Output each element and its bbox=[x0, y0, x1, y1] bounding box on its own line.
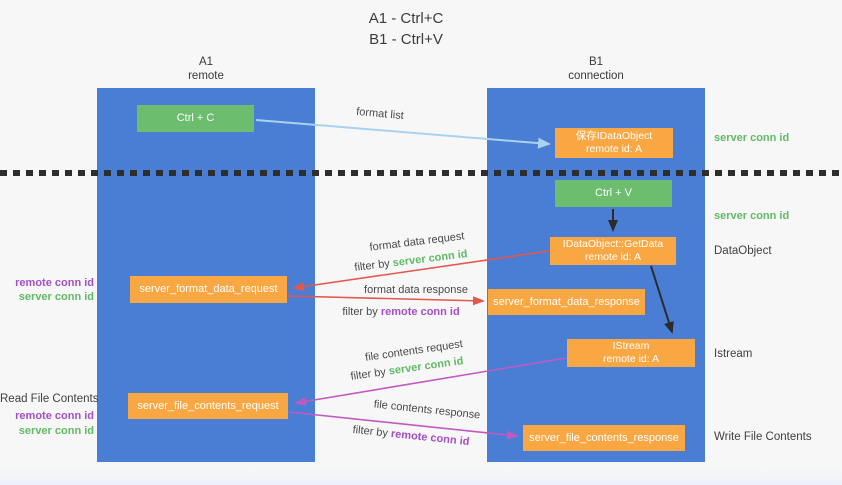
server-format-data-request-node: server_format_data_request bbox=[130, 276, 287, 303]
format-list-label: format list bbox=[355, 105, 405, 123]
server-conn-id-key: server conn id bbox=[392, 248, 469, 270]
format-data-response-label: format data response bbox=[364, 284, 468, 296]
filter-prefix: filter by bbox=[353, 257, 391, 274]
ctrl-v-label: Ctrl + V bbox=[595, 187, 632, 199]
title-line-a1: A1 - Ctrl+C bbox=[368, 10, 444, 27]
ctrl-v-node: Ctrl + V bbox=[555, 180, 672, 207]
save-idataobject-line2: remote id: A bbox=[585, 143, 643, 155]
server-file-contents-request-label: server_file_contents_request bbox=[137, 399, 279, 412]
format-data-response-arrow bbox=[287, 295, 485, 306]
lifeline-header-b1: B1 connection bbox=[536, 55, 656, 83]
remote-conn-id-key: remote conn id bbox=[390, 427, 470, 449]
getdata-node: IDataObject::GetData remote id: A bbox=[550, 237, 676, 265]
server-file-contents-request-node: server_file_contents_request bbox=[128, 393, 288, 419]
right-server-conn-id-mid: server conn id bbox=[714, 210, 790, 222]
filter-prefix: filter by bbox=[352, 423, 389, 440]
istream-node: IStream remote id: A bbox=[567, 339, 695, 367]
lifeline-header-a1: A1 remote bbox=[146, 55, 266, 83]
filter-prefix: filter by bbox=[342, 306, 378, 318]
file-contents-response-label: file contents response bbox=[373, 398, 481, 422]
title-line-b1: B1 - Ctrl+V bbox=[369, 31, 443, 48]
getdata-line2: remote id: A bbox=[584, 251, 642, 263]
istream-line1: IStream bbox=[612, 340, 650, 352]
lifeline-a1-role: remote bbox=[188, 70, 224, 82]
file-response-filter-label: filter by remote conn id bbox=[352, 424, 470, 448]
server-format-data-response-label: server_format_data_response bbox=[493, 295, 640, 308]
copy-paste-divider bbox=[0, 170, 842, 176]
server-format-data-request-label: server_format_data_request bbox=[139, 283, 278, 295]
left-remote-conn-id-format: remote conn id bbox=[15, 277, 94, 289]
left-remote-conn-id-file: remote conn id bbox=[15, 410, 94, 422]
read-file-contents-annotation: Read File Contents bbox=[0, 393, 99, 405]
write-file-contents-annotation: Write File Contents bbox=[714, 431, 812, 443]
istream-annotation: Istream bbox=[714, 348, 753, 360]
server-file-contents-response-label: server_file_contents_response bbox=[529, 431, 679, 444]
left-server-conn-id-format: server conn id bbox=[18, 291, 94, 303]
server-format-data-response-node: server_format_data_response bbox=[488, 289, 645, 315]
server-file-contents-response-node: server_file_contents_response bbox=[523, 425, 685, 451]
remote-conn-id-key: remote conn id bbox=[380, 306, 460, 318]
getdata-line1: IDataObject::GetData bbox=[562, 238, 664, 250]
format-response-filter-label: filter by remote conn id bbox=[342, 306, 459, 318]
dataobject-annotation: DataObject bbox=[714, 245, 772, 257]
diagram-title: A1 - Ctrl+C B1 - Ctrl+V bbox=[296, 8, 516, 50]
istream-line2: remote id: A bbox=[602, 353, 660, 365]
left-server-conn-id-file: server conn id bbox=[18, 425, 94, 437]
lifeline-b1-id: B1 bbox=[588, 56, 604, 68]
lifeline-a1-id: A1 bbox=[198, 56, 214, 68]
save-idataobject-line1: 保存IDataObject bbox=[575, 130, 653, 142]
bottom-strip bbox=[0, 469, 842, 485]
right-server-conn-id-top: server conn id bbox=[714, 132, 790, 144]
ctrl-c-node: Ctrl + C bbox=[137, 105, 254, 132]
lifeline-b1-role: connection bbox=[568, 70, 624, 82]
save-idataobject-node: 保存IDataObject remote id: A bbox=[555, 128, 673, 158]
filter-prefix: filter by bbox=[349, 366, 387, 383]
ctrl-c-label: Ctrl + C bbox=[176, 112, 215, 124]
